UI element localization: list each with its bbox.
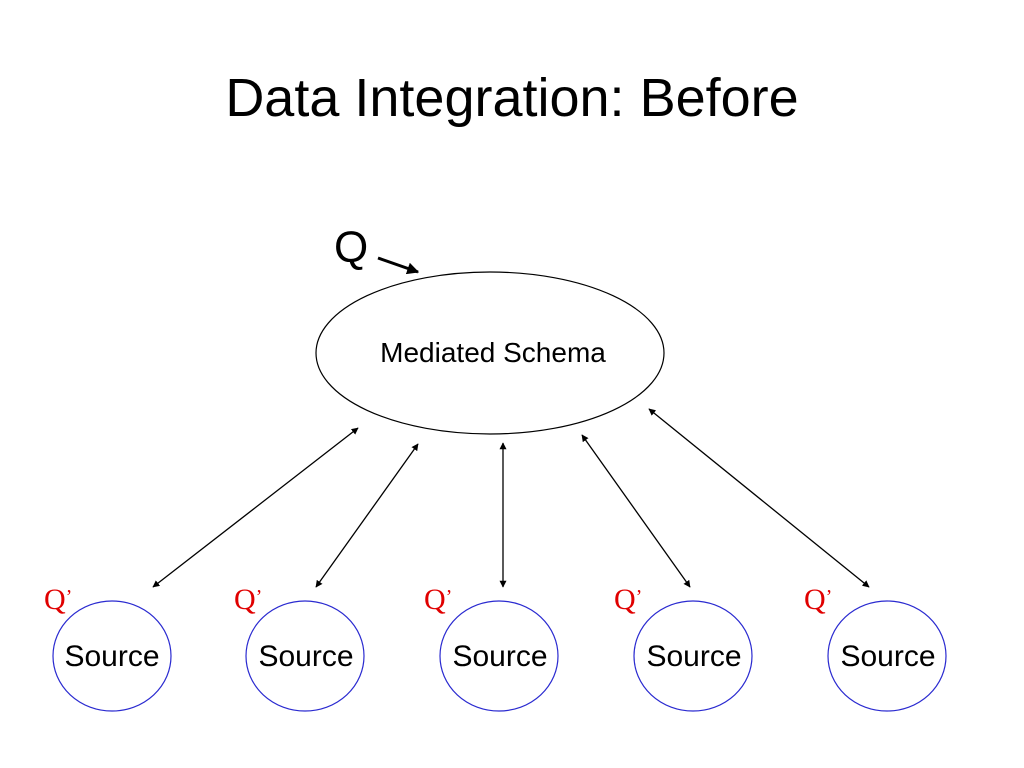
source-circle bbox=[245, 600, 365, 712]
source-node: Q’ Source bbox=[234, 583, 365, 712]
link-arrow-2 bbox=[315, 443, 419, 588]
source-label: Source bbox=[452, 640, 547, 673]
link-arrow-1 bbox=[152, 427, 359, 588]
source-node: Q’ Source bbox=[614, 583, 753, 712]
source-circle bbox=[439, 600, 559, 712]
reformulated-query-label: Q’ bbox=[424, 583, 452, 616]
slide-title: Data Integration: Before bbox=[225, 68, 799, 128]
query-label: Q bbox=[334, 223, 368, 272]
source-node: Q’ Source bbox=[804, 583, 947, 712]
source-circle bbox=[633, 600, 753, 712]
source-label: Source bbox=[646, 640, 741, 673]
source-label: Source bbox=[64, 640, 159, 673]
reformulated-query-label: Q’ bbox=[614, 583, 642, 616]
mediated-schema-node: Mediated Schema bbox=[315, 271, 665, 435]
source-label: Source bbox=[258, 640, 353, 673]
source-label: Source bbox=[840, 640, 935, 673]
reformulated-query-label: Q’ bbox=[804, 583, 832, 616]
mediated-schema-label: Mediated Schema bbox=[380, 337, 606, 368]
source-node: Q’ Source bbox=[44, 583, 172, 712]
link-arrow-5 bbox=[648, 408, 870, 588]
mediated-schema-ellipse bbox=[315, 271, 665, 435]
query-arrow bbox=[377, 256, 420, 275]
source-circle bbox=[827, 600, 947, 712]
source-circle bbox=[52, 600, 172, 712]
reformulated-query-label: Q’ bbox=[234, 583, 262, 616]
link-arrow-4 bbox=[581, 434, 691, 588]
source-node: Q’ Source bbox=[424, 583, 559, 712]
reformulated-query-label: Q’ bbox=[44, 583, 72, 616]
